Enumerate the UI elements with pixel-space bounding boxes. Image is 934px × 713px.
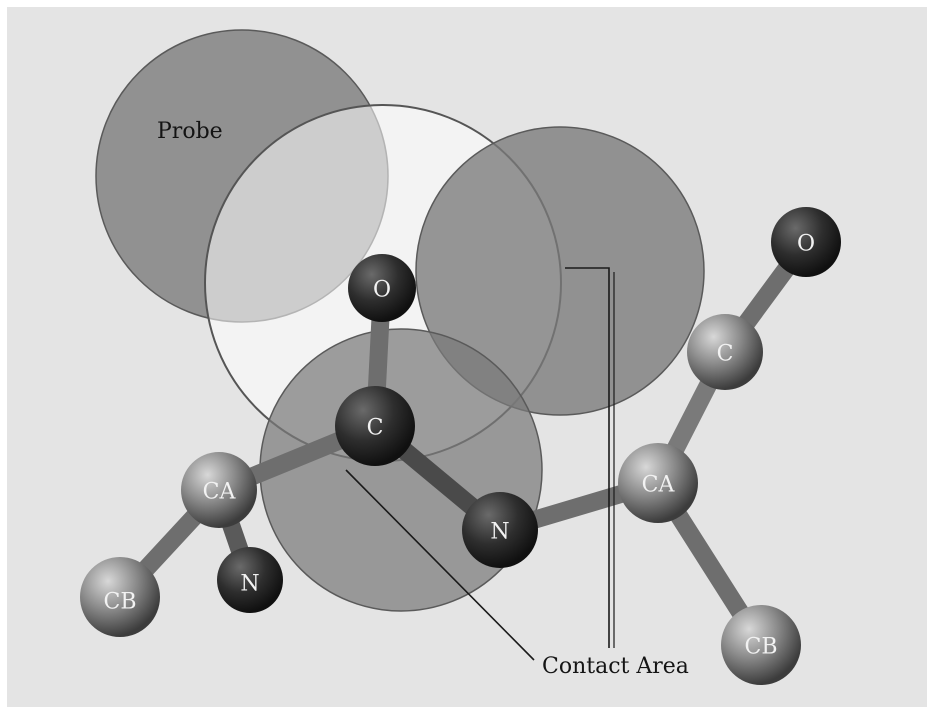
atom-label: N: [490, 520, 509, 545]
atom-label: CB: [104, 590, 137, 615]
atom-cb1: CB: [80, 557, 160, 637]
atom-o2: O: [771, 207, 841, 277]
atom-label: O: [797, 232, 815, 257]
atom-ca2: CA: [618, 443, 698, 523]
atoms: O C CA N CB N CA C: [80, 207, 841, 685]
contact-area-label: Contact Area: [542, 654, 689, 679]
probe-label: Probe: [157, 119, 223, 144]
atom-ca1: CA: [181, 452, 257, 528]
leader-line-right: [565, 267, 610, 648]
atom-label: CA: [642, 473, 676, 498]
atom-label: N: [240, 572, 259, 597]
atom-c1: C: [335, 386, 415, 466]
atom-label: C: [367, 416, 384, 441]
atom-cb2: CB: [721, 605, 801, 685]
atom-label: O: [373, 278, 391, 303]
leader-line-bottom: [345, 469, 535, 661]
atom-c2: C: [687, 314, 763, 390]
atom-o1: O: [348, 254, 416, 322]
contact-area-leader-lines: [345, 267, 615, 661]
atom-label: CB: [745, 635, 778, 660]
atom-n2: N: [462, 492, 538, 568]
atom-label: CA: [203, 480, 237, 505]
probe-sphere-right: [415, 126, 705, 416]
atom-label: C: [717, 342, 734, 367]
atom-n1: N: [217, 547, 283, 613]
probe-sphere-bottom: [259, 328, 543, 612]
